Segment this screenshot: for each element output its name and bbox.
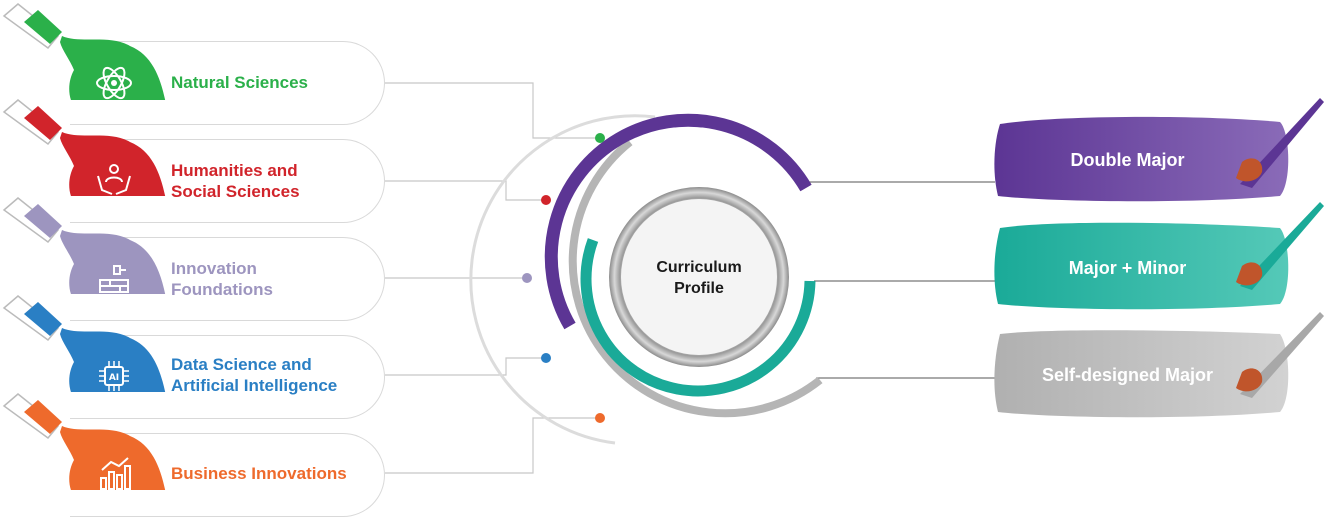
outer-thin-arc [469,114,656,445]
center-disc [621,199,777,355]
bricks-icon [99,265,129,293]
dot-humanities [541,195,551,205]
center-title: Curriculum Profile [656,259,742,297]
paint-tube-icon [2,197,166,294]
svg-text:AI: AI [109,373,119,383]
category-label: Data Science and Artificial Intelligence [171,355,338,395]
paint-stroke-shape [994,312,1324,418]
connector-business [385,417,600,474]
paint-stroke-shape [994,98,1324,202]
connector-humanities [385,180,546,201]
major-label: Self-designed Major [1041,365,1214,385]
atom-icon [96,66,132,100]
people-care-icon [97,164,131,195]
connector-data-science [385,357,546,376]
paint-tube-icon [2,295,166,392]
category-label: Humanities and Social Sciences [171,161,300,201]
category-label: Natural Sciences [171,73,309,92]
paint-tube-icon [2,393,166,490]
major-label: Double Major [1070,150,1185,170]
ai-chip-icon: AI [99,361,129,391]
dot-data-science [541,353,551,363]
category-label: Innovation Foundations [171,259,273,299]
dot-business [595,413,605,423]
paint-stroke-shape [994,202,1324,310]
purple-arc [544,113,812,330]
gray-arc [568,138,823,418]
connector-natural-sciences [385,82,600,139]
bar-chart-icon [100,457,131,490]
dot-innovation [522,273,532,283]
teal-arc [580,238,816,397]
category-label: Business Innovations [171,464,347,483]
dot-natural-sciences [595,133,605,143]
major-label: Major + Minor [1068,258,1187,278]
paint-tube-icon [2,99,166,196]
paint-tube-icon [2,3,166,100]
